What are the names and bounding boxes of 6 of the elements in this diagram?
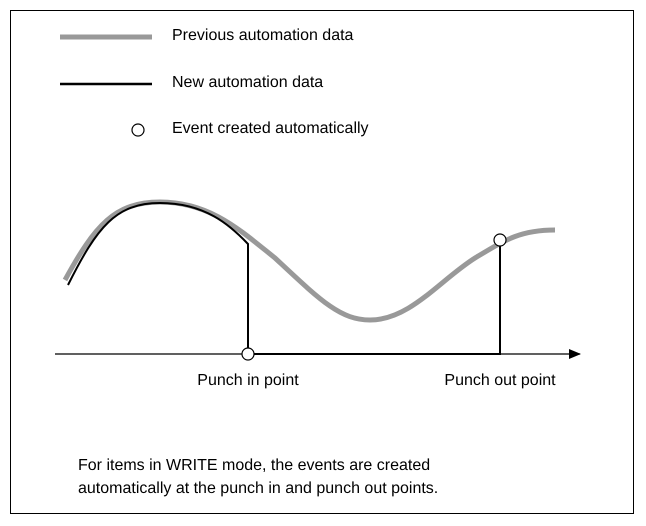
caption-text: For items in WRITE mode, the events are created automatically at the punch in and punch out points. bbox=[78, 456, 440, 499]
legend-label: Previous automation data bbox=[172, 27, 354, 45]
axis-label: Punch in point bbox=[197, 372, 299, 390]
legend-label: Event created automatically bbox=[172, 120, 369, 138]
legend-label: New automation data bbox=[172, 74, 324, 92]
axis-label: Punch out point bbox=[444, 372, 556, 390]
